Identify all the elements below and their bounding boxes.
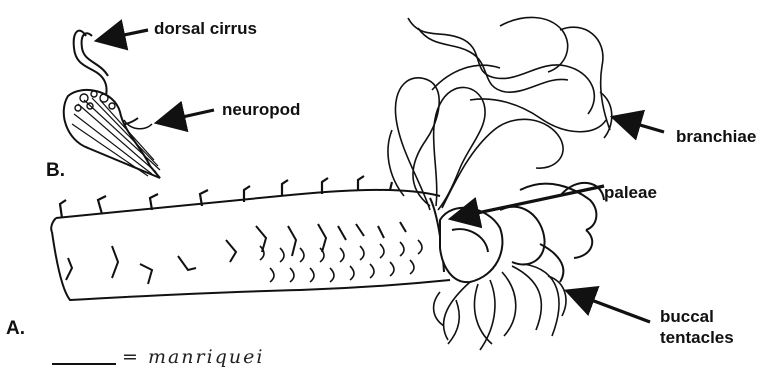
branchiae-drawing: [388, 17, 612, 210]
arrow-buccal-tentacles: [570, 292, 650, 322]
label-buccal: buccal: [660, 307, 714, 327]
arrow-dorsal-cirrus: [100, 30, 148, 40]
label-tentacles: tentacles: [660, 328, 734, 348]
label-dorsal-cirrus: dorsal cirrus: [154, 19, 257, 39]
panel-label-a: A.: [6, 318, 25, 340]
arrow-paleae: [454, 186, 604, 218]
label-branchiae: branchiae: [676, 127, 756, 147]
panel-label-b: B.: [46, 160, 65, 182]
parapodium-detail: [64, 31, 160, 178]
arrow-neuropod: [160, 110, 214, 122]
worm-body: [51, 176, 450, 300]
label-paleae: paleae: [604, 183, 657, 203]
head-region: [440, 183, 604, 282]
handwritten-species-note: = manriquei: [122, 346, 264, 368]
annotation-arrows: [100, 30, 664, 322]
arrow-branchiae: [616, 118, 664, 132]
label-neuropod: neuropod: [222, 100, 300, 120]
